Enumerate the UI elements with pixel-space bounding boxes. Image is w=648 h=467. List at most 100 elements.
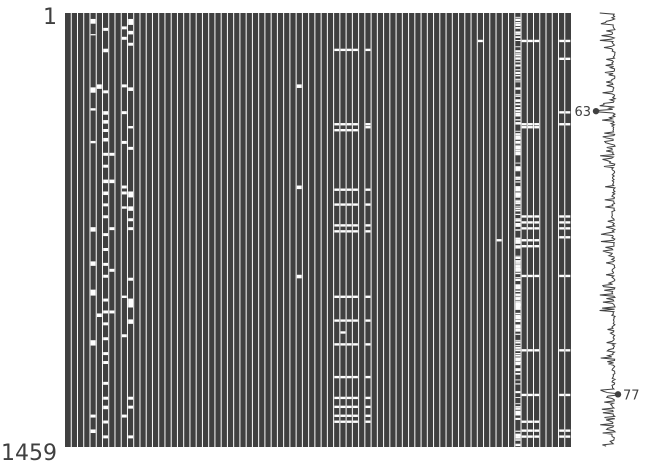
- missing-cell: [353, 295, 358, 298]
- column-separators: [70, 13, 566, 447]
- missing-cell: [365, 319, 371, 322]
- missing-cell: [515, 279, 521, 282]
- missing-cell: [515, 297, 521, 300]
- missing-cell: [515, 207, 521, 210]
- missing-cell: [103, 129, 109, 132]
- missing-cell: [121, 84, 127, 88]
- missing-cell: [515, 295, 521, 297]
- missing-cell: [602, 24, 608, 28]
- missing-cell: [334, 188, 340, 191]
- missing-cell: [96, 84, 102, 89]
- missing-cell: [353, 129, 358, 132]
- missing-cell: [527, 393, 533, 397]
- missing-cell: [559, 393, 565, 397]
- missing-cell: [515, 137, 521, 138]
- missing-cell: [515, 170, 521, 172]
- missing-cell: [340, 129, 346, 132]
- missing-cell: [353, 420, 358, 423]
- missing-cell: [353, 203, 358, 206]
- missing-cell: [515, 192, 521, 195]
- missing-cell: [103, 120, 109, 124]
- missing-cell: [515, 130, 521, 132]
- missing-cell: [515, 242, 521, 244]
- missing-cell: [103, 274, 109, 278]
- missing-cell: [515, 304, 521, 307]
- missing-cell: [121, 414, 127, 418]
- missing-cell: [515, 194, 521, 196]
- sparkline-max-label: 77: [623, 388, 640, 403]
- missing-cell: [334, 203, 340, 206]
- missing-cell: [515, 148, 521, 150]
- missing-cell: [353, 414, 358, 417]
- missing-cell: [340, 295, 346, 298]
- missing-cell: [515, 16, 521, 18]
- missing-cell: [559, 435, 565, 438]
- missing-cell: [365, 420, 371, 423]
- missing-cell: [515, 154, 521, 156]
- missing-cell: [515, 87, 521, 90]
- missing-cell: [515, 354, 521, 357]
- missing-cell: [515, 360, 521, 362]
- missing-cell: [515, 290, 521, 293]
- missing-cell: [515, 103, 521, 106]
- missing-cell: [515, 133, 521, 135]
- missing-cell: [365, 295, 371, 298]
- missing-cell: [90, 340, 96, 346]
- missing-cell: [534, 227, 540, 230]
- missing-cell: [515, 81, 521, 83]
- missing-cell: [334, 414, 340, 417]
- missing-cell: [353, 230, 358, 233]
- missing-cell: [346, 295, 352, 298]
- missing-cell: [334, 230, 340, 233]
- missing-cell: [515, 34, 521, 36]
- missing-cell: [534, 126, 540, 129]
- missing-cell: [515, 213, 521, 215]
- missing-cell: [534, 429, 540, 432]
- missing-cell: [515, 112, 521, 115]
- missing-cell: [109, 179, 115, 184]
- missing-cell: [602, 423, 608, 430]
- missing-cell: [521, 393, 527, 397]
- missing-cell: [128, 319, 134, 324]
- missing-cell: [527, 39, 533, 43]
- missing-cell: [103, 137, 109, 142]
- missing-cell: [515, 21, 521, 24]
- missing-value-marks: [90, 15, 615, 447]
- missing-cell: [103, 337, 109, 341]
- missing-cell: [559, 221, 565, 224]
- missing-cell: [515, 245, 521, 247]
- missing-cell: [515, 299, 521, 301]
- missing-cell: [515, 149, 521, 152]
- missing-cell: [346, 343, 352, 346]
- missing-cell: [515, 372, 521, 375]
- missing-cell: [602, 126, 608, 132]
- missing-cell: [353, 405, 358, 409]
- missing-cell: [515, 240, 521, 243]
- missing-cell: [128, 396, 134, 400]
- missing-cell: [527, 420, 533, 423]
- missing-cell: [334, 224, 340, 227]
- missing-cell: [534, 221, 540, 224]
- missing-cell: [515, 209, 521, 212]
- missing-cell: [596, 21, 602, 25]
- missing-cell: [602, 346, 608, 353]
- missing-cell: [602, 96, 608, 103]
- missing-cell: [346, 224, 352, 227]
- missing-cell: [534, 435, 540, 438]
- missing-cell: [346, 396, 352, 400]
- missing-cell: [515, 412, 521, 415]
- missing-cell: [515, 194, 521, 197]
- missing-cell: [515, 93, 521, 95]
- missing-cell: [515, 122, 521, 124]
- missing-cell: [515, 306, 521, 308]
- missing-cell: [609, 191, 615, 196]
- missing-cell: [515, 69, 521, 71]
- missing-cell: [121, 26, 127, 30]
- missing-cell: [521, 429, 527, 432]
- missing-cell: [515, 443, 521, 445]
- missing-cell: [527, 215, 533, 218]
- missing-cell: [515, 408, 521, 410]
- missing-cell: [515, 362, 521, 364]
- missing-cell: [515, 202, 521, 205]
- missing-cell: [296, 84, 302, 88]
